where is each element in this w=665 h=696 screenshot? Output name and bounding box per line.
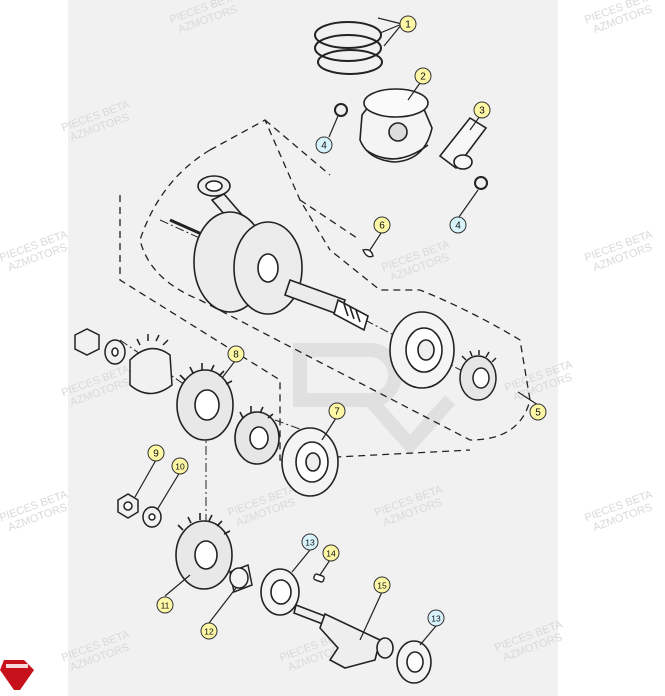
callout-bubble	[315, 136, 333, 154]
callout-label: 2	[420, 72, 426, 83]
callout-label: 11	[161, 601, 170, 611]
callout-label: 3	[479, 106, 485, 117]
leader-lines	[134, 17, 539, 646]
callout-label: 5	[535, 408, 541, 419]
callout-bubble	[473, 101, 491, 119]
nut-washer-set	[74, 328, 173, 395]
callout-4: 4	[315, 136, 333, 154]
background-logo	[293, 343, 456, 456]
shaft-key	[313, 573, 325, 583]
callout-label: 8	[233, 350, 239, 361]
ball-bearing	[281, 427, 339, 497]
crank-gear	[459, 350, 497, 401]
balancer-bearing	[396, 640, 432, 684]
callout-label: 13	[431, 614, 441, 624]
callout-6: 6	[373, 216, 391, 234]
callout-bubble	[529, 403, 547, 421]
woodruff-key	[362, 248, 374, 258]
crankshaft	[169, 211, 369, 332]
callout-label: 12	[204, 627, 214, 637]
callout-bubble	[414, 67, 432, 85]
callout-label: 14	[326, 549, 336, 559]
callout-label: 6	[379, 221, 385, 232]
callout-13: 13	[301, 533, 319, 551]
main-bearing	[389, 311, 455, 389]
callout-7: 7	[328, 402, 346, 420]
callout-label: 4	[455, 221, 461, 232]
callout-bubble	[171, 457, 189, 475]
piston-pin	[438, 116, 488, 170]
callout-label: 9	[153, 449, 159, 460]
callout-10: 10	[171, 457, 189, 475]
callout-8: 8	[227, 345, 245, 363]
callout-bubble	[399, 15, 417, 33]
callout-label: 7	[334, 407, 340, 418]
nut-and-washer	[117, 493, 162, 528]
callout-bubble	[301, 533, 319, 551]
brand-logo	[0, 660, 34, 690]
callout-label: 13	[305, 538, 315, 548]
callout-bubble	[147, 444, 165, 462]
callout-3: 3	[473, 101, 491, 119]
callout-2: 2	[414, 67, 432, 85]
piston-rings	[314, 21, 383, 75]
balancer-bearing	[260, 568, 300, 616]
circlip	[334, 103, 488, 190]
callout-bubble	[328, 402, 346, 420]
balancer-shaft	[293, 603, 394, 669]
piston	[359, 88, 433, 163]
callout-14: 14	[322, 544, 340, 562]
callout-label: 15	[377, 581, 387, 591]
callout-9: 9	[147, 444, 165, 462]
callout-label: 4	[321, 141, 327, 152]
callout-bubble	[322, 544, 340, 562]
callout-bubble	[373, 576, 391, 594]
callout-label: 1	[405, 20, 411, 31]
callout-bubble	[427, 609, 445, 627]
spacer-bush	[229, 563, 253, 594]
callout-4: 4	[449, 216, 467, 234]
callout-12: 12	[200, 622, 218, 640]
callout-11: 11	[156, 596, 174, 614]
callout-13: 13	[427, 609, 445, 627]
callout-label: 10	[175, 462, 185, 472]
callout-1: 1	[399, 15, 417, 33]
callout-bubble	[449, 216, 467, 234]
callout-bubble	[200, 622, 218, 640]
balancer-gear	[175, 513, 233, 590]
callout-bubble	[156, 596, 174, 614]
primary-gear	[176, 363, 234, 441]
callout-bubble	[227, 345, 245, 363]
middle-gear	[234, 406, 280, 465]
callout-5: 5	[529, 403, 547, 421]
assembly-outline	[119, 119, 531, 461]
callout-15: 15	[373, 576, 391, 594]
callout-bubble	[373, 216, 391, 234]
